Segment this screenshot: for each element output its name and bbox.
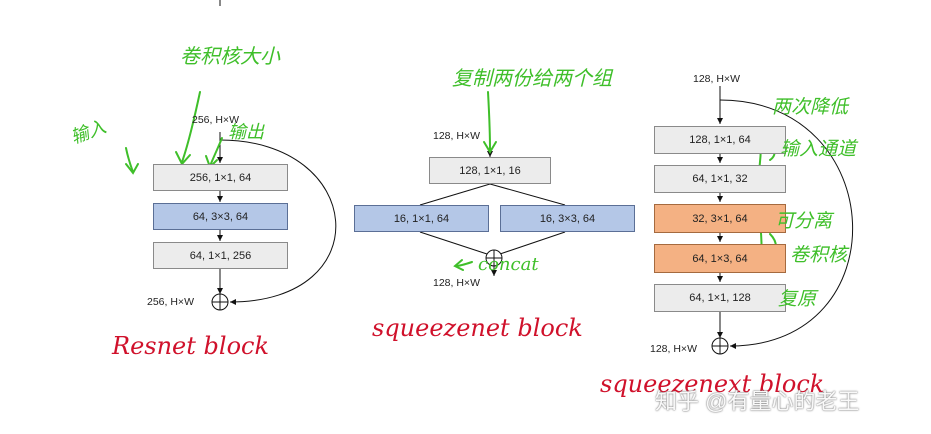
resnet-conv3-box: 64, 1×1, 256 <box>153 242 288 269</box>
resnet-output-note: 输出 <box>228 122 264 143</box>
resnet-title-annotation: Resnet block <box>112 332 269 360</box>
squeezenext-conv1-box: 128, 1×1, 64 <box>654 126 786 154</box>
resnet-kernel-note: 卷积核大小 <box>180 44 280 68</box>
squeezenext-restore-note: 复原 <box>778 288 817 310</box>
squeezenet-title-annotation: squeezenet block <box>372 314 583 342</box>
squeezenext-connectors <box>711 86 854 355</box>
resnet-conv2-box: 64, 3×3, 64 <box>153 203 288 230</box>
squeezenext-reduce-note: 两次降低 <box>772 96 849 118</box>
squeezenext-conv2-box: 64, 1×1, 32 <box>654 165 786 193</box>
squeezenext-output-label: 128, H×W <box>650 343 697 355</box>
squeezenet-expand3-box: 16, 3×3, 64 <box>500 205 635 232</box>
squeezenext-input-label: 128, H×W <box>693 73 740 85</box>
squeezenext-conv3-box: 32, 3×1, 64 <box>654 204 786 233</box>
squeezenext-title-annotation: squeezenext block <box>600 370 825 398</box>
squeezenext-kernel-note: 卷积核 <box>790 244 848 266</box>
resnet-connectors <box>211 132 337 311</box>
resnet-conv1-box: 256, 1×1, 64 <box>153 164 288 191</box>
squeezenet-output-label: 128, H×W <box>433 277 480 289</box>
resnet-output-label: 256, H×W <box>147 296 194 308</box>
squeezenet-input-label: 128, H×W <box>433 130 480 142</box>
squeezenet-expand1-box: 16, 1×1, 64 <box>354 205 489 232</box>
squeezenet-copy-note: 复制两份给两个组 <box>452 66 612 90</box>
squeezenext-channels-note: 输入通道 <box>780 138 857 160</box>
squeezenext-conv5-box: 64, 1×1, 128 <box>654 284 786 312</box>
squeezenet-squeeze-box: 128, 1×1, 16 <box>429 157 551 184</box>
squeezenext-separable-note: 可分离 <box>775 210 833 232</box>
resnet-input-label: 256, H×W <box>192 114 239 126</box>
squeezenext-conv4-box: 64, 1×3, 64 <box>654 244 786 273</box>
watermark: 知乎 @有量心的老王 <box>655 389 860 414</box>
squeezenet-concat-note: concat <box>478 254 539 275</box>
